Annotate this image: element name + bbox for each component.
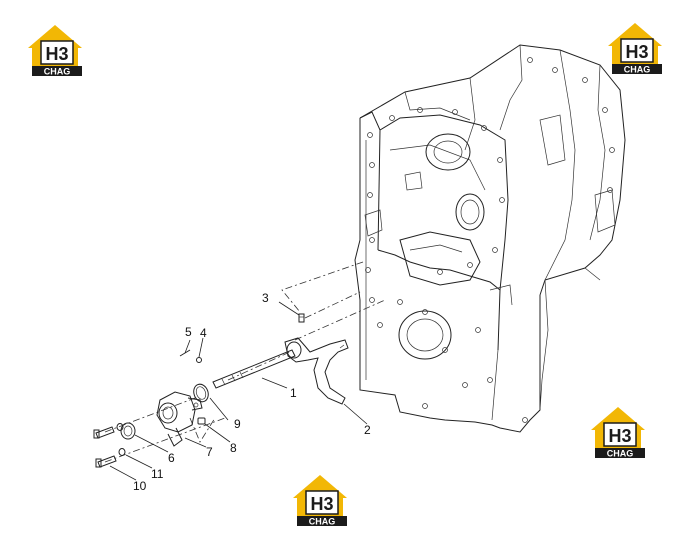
- watermark-logo-top-left: H3 CHAG: [24, 22, 86, 78]
- part-shift-rail: [212, 349, 296, 389]
- h3-logo-icon: H3 CHAG: [293, 475, 347, 527]
- callout-1: 1: [290, 386, 297, 400]
- callout-4: 4: [200, 326, 207, 340]
- callout-8: 8: [230, 441, 237, 455]
- logo-brand: CHAG: [309, 517, 336, 527]
- part-shift-fork: [284, 337, 349, 405]
- part-cover: [156, 391, 203, 447]
- logo-mark: H3: [608, 426, 631, 446]
- callout-11: 11: [151, 467, 164, 481]
- logo-brand: CHAG: [44, 67, 71, 77]
- callout-7: 7: [206, 445, 213, 459]
- leader-lines: [109, 301, 368, 481]
- h3-logo-icon: H3 CHAG: [608, 23, 662, 75]
- part-seal: [120, 422, 136, 440]
- watermark-logo-top-right: H3 CHAG: [604, 20, 666, 76]
- callout-10: 10: [133, 479, 147, 493]
- callout-labels: 3 4 5 1 2 9 8 7 6 11 10: [133, 291, 371, 493]
- logo-mark: H3: [310, 494, 333, 514]
- part-set-screw: [298, 313, 305, 323]
- logo-mark: H3: [45, 44, 68, 64]
- logo-brand: CHAG: [607, 449, 634, 459]
- h3-logo-icon: H3 CHAG: [591, 407, 645, 459]
- h3-logo-icon: H3 CHAG: [28, 25, 82, 77]
- callout-6: 6: [168, 451, 175, 465]
- part-dowel: [197, 417, 206, 425]
- transmission-housing: [354, 44, 626, 433]
- logo-mark: H3: [625, 42, 648, 62]
- callout-2: 2: [364, 423, 371, 437]
- watermark-logo-right: H3 CHAG: [587, 404, 649, 460]
- callout-9: 9: [234, 417, 241, 431]
- part-o-ring: [193, 383, 209, 403]
- part-ball: [196, 357, 202, 363]
- logo-brand: CHAG: [624, 65, 651, 75]
- callout-5: 5: [185, 325, 192, 339]
- watermark-logo-bottom: H3 CHAG: [289, 472, 351, 528]
- housing-bolt-holes: [365, 57, 615, 423]
- part-bolts: [93, 426, 117, 468]
- part-washers: [116, 423, 126, 456]
- assembly-lines: [104, 261, 386, 463]
- callout-3: 3: [262, 291, 269, 305]
